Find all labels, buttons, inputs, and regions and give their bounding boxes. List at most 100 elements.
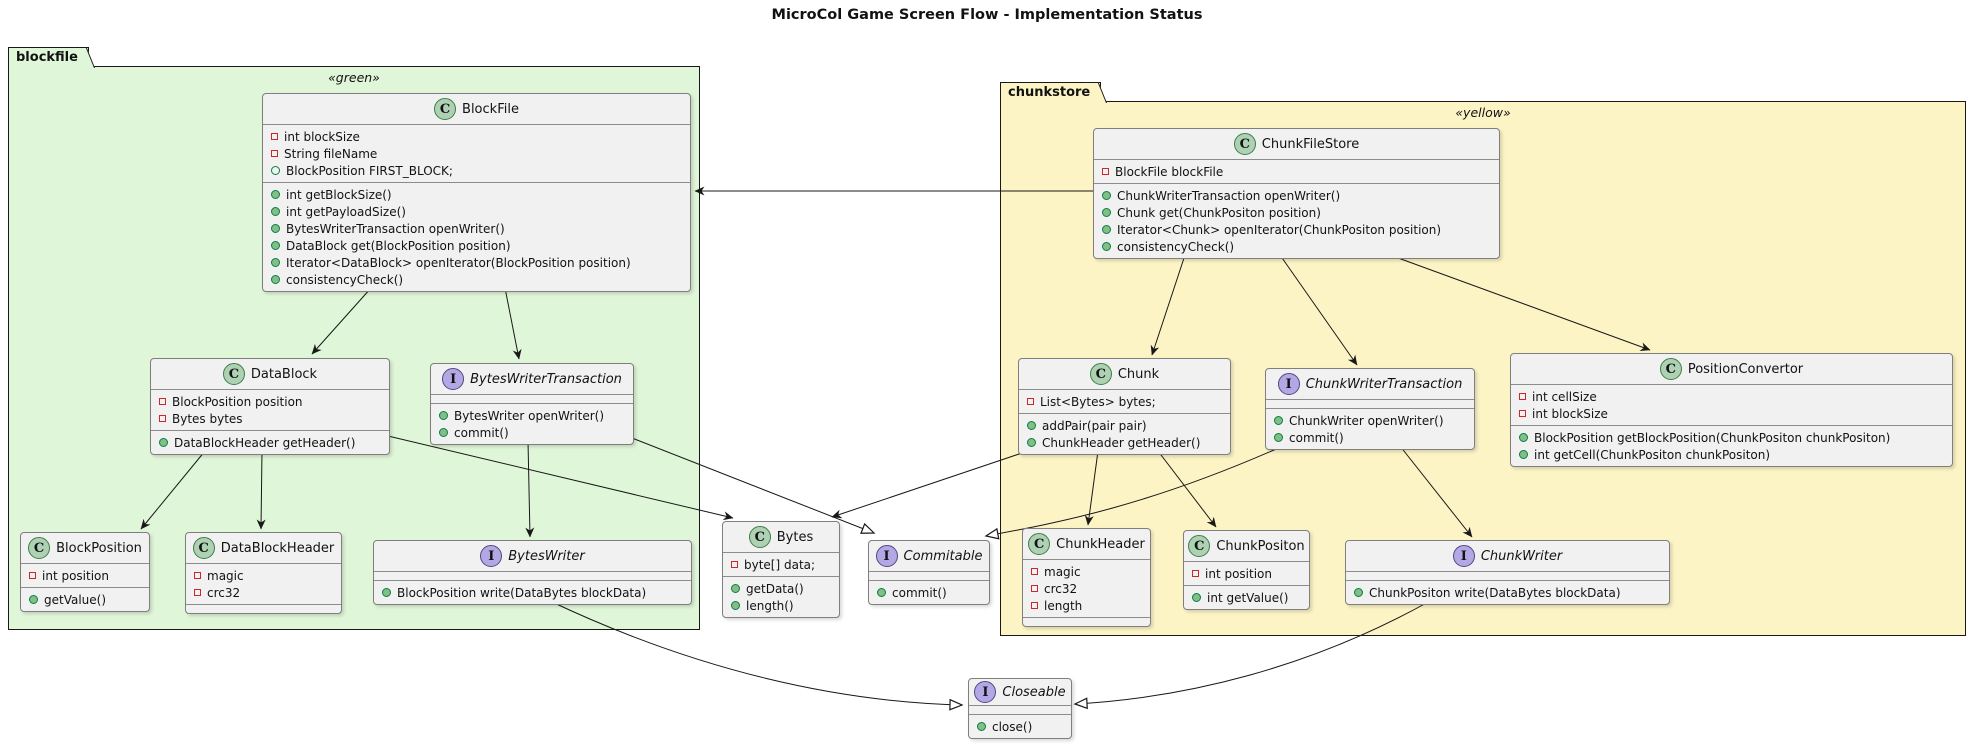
interface-icon: I: [480, 545, 503, 567]
methods-section: close(): [969, 715, 1071, 738]
methods-section: BytesWriter openWriter() commit(): [431, 404, 633, 444]
class-name: ChunkWriter: [1480, 548, 1563, 564]
class-icon: C: [748, 526, 771, 548]
field-row: crc32: [186, 584, 341, 601]
field-text: String fileName: [284, 146, 378, 161]
method-row: commit(): [869, 584, 989, 601]
method-row: BytesWriterTransaction openWriter(): [263, 220, 690, 237]
public-method-icon: [271, 241, 280, 250]
private-field-icon: [271, 133, 278, 140]
method-row: int getValue(): [1184, 589, 1309, 606]
method-row: ChunkHeader getHeader(): [1019, 434, 1230, 451]
field-text: int blockSize: [1532, 406, 1608, 421]
fields-section: [1266, 400, 1474, 409]
method-text: BlockPosition getBlockPosition(ChunkPosi…: [1534, 430, 1891, 445]
method-text: length(): [746, 598, 794, 613]
diagram-title: MicroCol Game Screen Flow - Implementati…: [771, 7, 1203, 23]
method-row: getData(): [723, 580, 839, 597]
fields-section: magic crc32: [186, 564, 341, 605]
methods-section: int getValue(): [1184, 586, 1309, 609]
class-box-chunk: C Chunk List<Bytes> bytes; addPair(pair …: [1018, 358, 1231, 455]
method-text: DataBlockHeader getHeader(): [174, 435, 356, 450]
public-method-icon: [1274, 433, 1283, 442]
field-text: crc32: [207, 585, 241, 600]
method-text: consistencyCheck(): [286, 272, 404, 287]
method-text: consistencyCheck(): [1117, 239, 1235, 254]
method-row: addPair(pair pair): [1019, 417, 1230, 434]
edge-blockfile-byteswritertransaction: [504, 287, 522, 360]
field-text: magic: [207, 568, 244, 583]
public-method-icon: [159, 438, 168, 447]
edge-datablock-bytes: [387, 435, 734, 521]
class-header: C DataBlockHeader: [186, 533, 341, 564]
field-row: int cellSize: [1511, 388, 1952, 405]
class-name: ChunkWriterTransaction: [1305, 376, 1463, 392]
public-method-icon: [1027, 438, 1036, 447]
private-field-icon: [159, 415, 166, 422]
interface-icon: I: [875, 545, 898, 567]
edge-byteswriter-closeable: [549, 600, 964, 711]
method-row: ChunkPositon write(DataBytes blockData): [1346, 584, 1669, 601]
method-row: commit(): [431, 424, 633, 441]
field-text: Bytes bytes: [172, 411, 243, 426]
public-method-icon: [1102, 225, 1111, 234]
method-row: DataBlock get(BlockPosition position): [263, 237, 690, 254]
field-row: int position: [1184, 565, 1309, 582]
field-row: int blockSize: [1511, 405, 1952, 422]
private-field-icon: [29, 572, 36, 579]
class-icon: C: [434, 98, 457, 120]
private-field-icon: [194, 589, 201, 596]
fields-section: magic crc32 length: [1023, 560, 1150, 618]
class-name: PositionConvertor: [1687, 361, 1804, 377]
package-chunkstore-label: chunkstore: [1008, 85, 1091, 100]
method-text: BytesWriterTransaction openWriter(): [286, 221, 505, 236]
fields-section: [1346, 572, 1669, 581]
class-header: C BlockFile: [263, 94, 690, 125]
class-header: C Bytes: [723, 522, 839, 553]
public-method-icon: [1027, 421, 1036, 430]
field-text: crc32: [1044, 581, 1078, 596]
methods-section: [186, 605, 341, 613]
field-row: BlockPosition position: [151, 393, 389, 410]
edge-chunkwriter-closeable: [1073, 600, 1431, 710]
class-icon: C: [222, 363, 245, 385]
fields-section: [431, 395, 633, 404]
method-row: BlockPosition write(DataBytes blockData): [374, 584, 691, 601]
edge-chunkfilestore-chunk: [1150, 254, 1186, 356]
class-box-chunkheader: C ChunkHeader magic crc32 length: [1022, 528, 1151, 627]
methods-section: getValue(): [21, 588, 149, 611]
private-field-icon: [1027, 398, 1034, 405]
field-text: int blockSize: [284, 129, 360, 144]
fields-section: BlockFile blockFile: [1094, 160, 1499, 184]
methods-section: [1023, 618, 1150, 626]
method-text: commit(): [892, 585, 947, 600]
methods-section: BlockPosition getBlockPosition(ChunkPosi…: [1511, 426, 1952, 466]
method-text: commit(): [1289, 430, 1344, 445]
edge-datablock-blockposition: [140, 450, 206, 530]
class-name: Bytes: [776, 529, 814, 545]
class-box-blockposition: C BlockPosition int position getValue(): [20, 532, 150, 612]
class-box-commitable: I Commitable commit(): [868, 540, 990, 605]
method-row: consistencyCheck(): [263, 271, 690, 288]
field-text: length: [1044, 598, 1083, 613]
public-method-icon: [1519, 433, 1528, 442]
class-header: C ChunkFileStore: [1094, 129, 1499, 160]
class-name: Commitable: [903, 548, 983, 564]
field-row: length: [1023, 597, 1150, 614]
method-text: Iterator<DataBlock> openIterator(BlockPo…: [286, 255, 631, 270]
methods-section: commit(): [869, 581, 989, 604]
methods-section: ChunkPositon write(DataBytes blockData): [1346, 581, 1669, 604]
fields-section: [969, 706, 1071, 715]
class-header: I BytesWriterTransaction: [431, 364, 633, 395]
method-text: ChunkPositon write(DataBytes blockData): [1369, 585, 1621, 600]
field-row: int blockSize: [263, 128, 690, 145]
edge-chunk-chunkpositon: [1157, 450, 1217, 528]
method-row: BlockPosition getBlockPosition(ChunkPosi…: [1511, 429, 1952, 446]
private-field-icon: [1519, 410, 1526, 417]
package-chunkstore-stereotype: «yellow»: [1455, 105, 1511, 120]
fields-section: List<Bytes> bytes;: [1019, 390, 1230, 414]
field-text: magic: [1044, 564, 1081, 579]
field-row: byte[] data;: [723, 556, 839, 573]
edge-datablock-datablockheader: [256, 450, 266, 530]
method-text: DataBlock get(BlockPosition position): [286, 238, 511, 253]
